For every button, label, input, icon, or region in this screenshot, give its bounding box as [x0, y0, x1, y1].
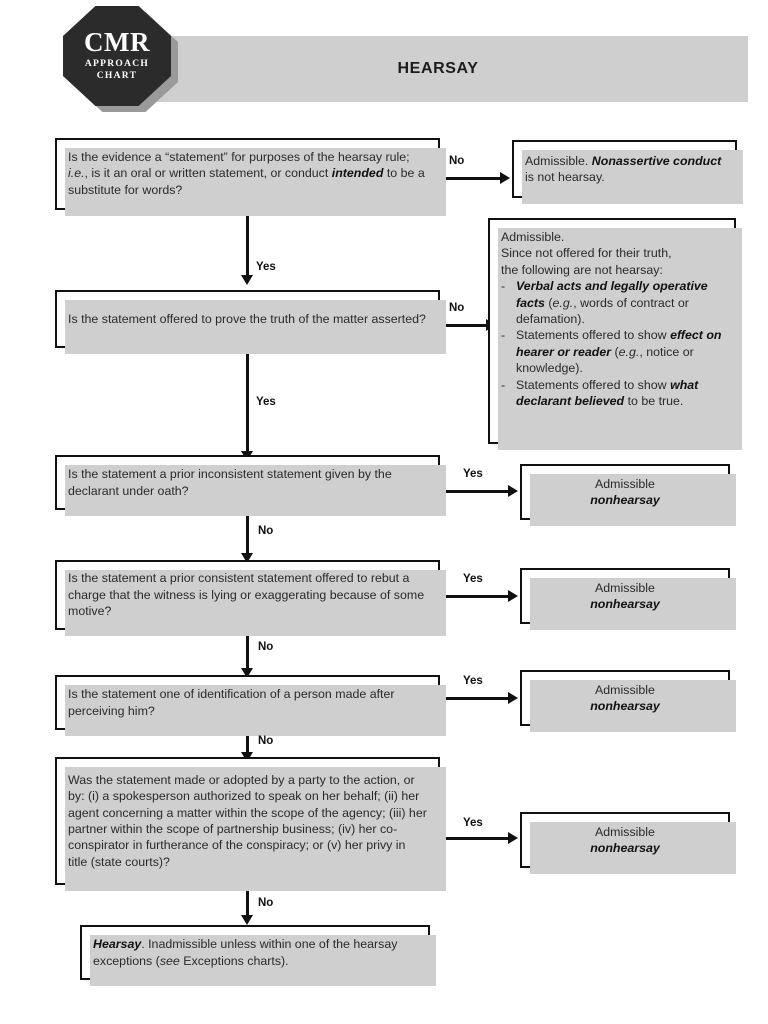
- connector-q6-no: [246, 885, 249, 917]
- box-shadow: [65, 465, 446, 516]
- edge-label-q2-yes: Yes: [256, 396, 276, 408]
- admissible-nonhearsay-result-3-text: Admissible nonhearsay: [522, 673, 728, 724]
- connector-q4-no: [246, 630, 249, 670]
- not-for-truth-result[interactable]: Admissible. Since not offered for their …: [488, 218, 742, 450]
- edge-label-q4-no: No: [258, 641, 274, 653]
- result-bullet-2-text: Statements offered to show effect on hea…: [516, 328, 722, 376]
- bullet-dash: -: [501, 328, 506, 343]
- connector-q1-yes: [246, 210, 249, 277]
- logo-subtitle-2: CHART: [96, 71, 138, 81]
- box-shadow: [65, 570, 446, 636]
- page-title: HEARSAY: [397, 60, 479, 77]
- prior-consistent-statement-question-text: Is the statement a prior consistent stat…: [68, 571, 425, 619]
- connector-q5-no: [246, 730, 249, 757]
- box-shadow: [530, 822, 736, 874]
- logo-subtitle-1: APPROACH: [84, 59, 150, 70]
- result-line-2: Since not offered for their truth,: [501, 246, 672, 261]
- arrow-q3-yes: [508, 484, 518, 497]
- arrow-q1-no: [500, 171, 510, 184]
- admissible-nonhearsay-result-3[interactable]: Admissible nonhearsay: [520, 670, 736, 732]
- truth-of-matter-question[interactable]: Is the statement offered to prove the tr…: [55, 290, 446, 354]
- party-admission-question[interactable]: Was the statement made or adopted by a p…: [55, 757, 446, 891]
- nonassertive-conduct-result-text: Admissible. Nonassertive conduct is not …: [525, 153, 722, 184]
- box-shadow: [90, 935, 436, 986]
- box-shadow: [530, 578, 736, 630]
- admissible-nonhearsay-result-2[interactable]: Admissible nonhearsay: [520, 568, 736, 630]
- arrow-q1-yes: [240, 275, 253, 285]
- admissible-nonhearsay-result-4[interactable]: Admissible nonhearsay: [520, 812, 736, 874]
- connector-q6-yes: [440, 837, 510, 840]
- edge-label-q5-yes: Yes: [463, 675, 483, 687]
- truth-of-matter-question-text: Is the statement offered to prove the tr…: [68, 311, 426, 326]
- admissible-nonhearsay-result-1[interactable]: Admissible nonhearsay: [520, 464, 736, 526]
- box-shadow: [65, 767, 446, 891]
- bullet-dash: -: [501, 377, 506, 392]
- statement-definition-question[interactable]: Is the evidence a “statement” for purpos…: [55, 138, 446, 216]
- header-bar: [128, 36, 748, 102]
- box-shadow: [65, 685, 446, 736]
- edge-label-q6-no: No: [258, 897, 274, 909]
- result-line-2: nonhearsay: [590, 841, 660, 855]
- hearsay-result-text: Hearsay. Inadmissible unless within one …: [93, 937, 398, 968]
- box-shadow: [522, 150, 743, 204]
- result-line-2: nonhearsay: [590, 493, 660, 507]
- result-bullet-2: - Statements offered to show effect on h…: [501, 327, 723, 376]
- box-shadow: [65, 148, 446, 216]
- statement-definition-question-text: Is the evidence a “statement” for purpos…: [68, 150, 425, 197]
- result-bullet-3-text: Statements offered to show what declaran…: [516, 377, 699, 409]
- hearsay-result-lead: Hearsay: [93, 937, 142, 952]
- result-line-2: nonhearsay: [590, 597, 660, 611]
- prior-consistent-statement-question[interactable]: Is the statement a prior consistent stat…: [55, 560, 446, 636]
- arrow-q4-no: [240, 668, 253, 678]
- bullet-dash: -: [501, 279, 506, 294]
- result-line-1: Admissible: [595, 580, 655, 595]
- edge-label-q2-no: No: [449, 302, 465, 314]
- arrow-q6-yes: [508, 831, 518, 844]
- connector-q3-no: [246, 510, 249, 555]
- result-line-3: the following are not hearsay:: [501, 262, 663, 277]
- arrow-q6-no: [240, 915, 253, 925]
- connector-q5-yes: [440, 697, 510, 700]
- nonassertive-conduct-result[interactable]: Admissible. Nonassertive conduct is not …: [512, 140, 743, 204]
- edge-label-q6-yes: Yes: [463, 817, 483, 829]
- arrow-q4-yes: [508, 589, 518, 602]
- arrow-q3-no: [240, 553, 253, 563]
- box-shadow: [530, 474, 736, 526]
- result-line-1: Admissible: [595, 824, 655, 839]
- connector-q2-no: [440, 324, 488, 327]
- edge-label-q4-yes: Yes: [463, 573, 483, 585]
- prior-inconsistent-statement-question-text: Is the statement a prior inconsistent st…: [68, 467, 392, 498]
- logo-main-text: CMR: [84, 27, 150, 58]
- arrow-q5-yes: [508, 691, 518, 704]
- not-for-truth-result-text: Admissible. Since not offered for their …: [490, 220, 734, 418]
- connector-q2-yes: [246, 348, 249, 453]
- box-shadow: [530, 680, 736, 732]
- connector-q4-yes: [440, 595, 510, 598]
- result-line-2: nonhearsay: [590, 699, 660, 713]
- cmr-logo: CMR APPROACH CHART: [63, 6, 171, 106]
- prior-inconsistent-statement-question[interactable]: Is the statement a prior inconsistent st…: [55, 455, 446, 516]
- identification-of-person-question-text: Is the statement one of identification o…: [68, 687, 395, 718]
- result-line-1: Admissible: [595, 682, 655, 697]
- edge-label-q3-no: No: [258, 525, 274, 537]
- box-shadow: [498, 228, 742, 450]
- result-bullet-3: - Statements offered to show what declar…: [501, 377, 723, 410]
- admissible-nonhearsay-result-1-text: Admissible nonhearsay: [522, 467, 728, 518]
- result-bullet-1-text: Verbal acts and legally operative facts …: [516, 279, 708, 327]
- identification-of-person-question[interactable]: Is the statement one of identification o…: [55, 675, 446, 736]
- edge-label-q5-no: No: [258, 735, 274, 747]
- edge-label-q3-yes: Yes: [463, 468, 483, 480]
- connector-q3-yes: [440, 490, 510, 493]
- result-line-1: Admissible.: [501, 230, 565, 244]
- party-admission-question-text: Was the statement made or adopted by a p…: [68, 772, 427, 869]
- connector-q1-no: [440, 177, 502, 180]
- hearsay-result[interactable]: Hearsay. Inadmissible unless within one …: [80, 925, 436, 986]
- edge-label-q1-no: No: [449, 155, 465, 167]
- result-line-1: Admissible: [595, 476, 655, 491]
- box-shadow: [65, 300, 446, 354]
- admissible-nonhearsay-result-2-text: Admissible nonhearsay: [522, 571, 728, 622]
- edge-label-q1-yes: Yes: [256, 261, 276, 273]
- admissible-nonhearsay-result-4-text: Admissible nonhearsay: [522, 815, 728, 866]
- result-bullet-1: - Verbal acts and legally operative fact…: [501, 278, 723, 327]
